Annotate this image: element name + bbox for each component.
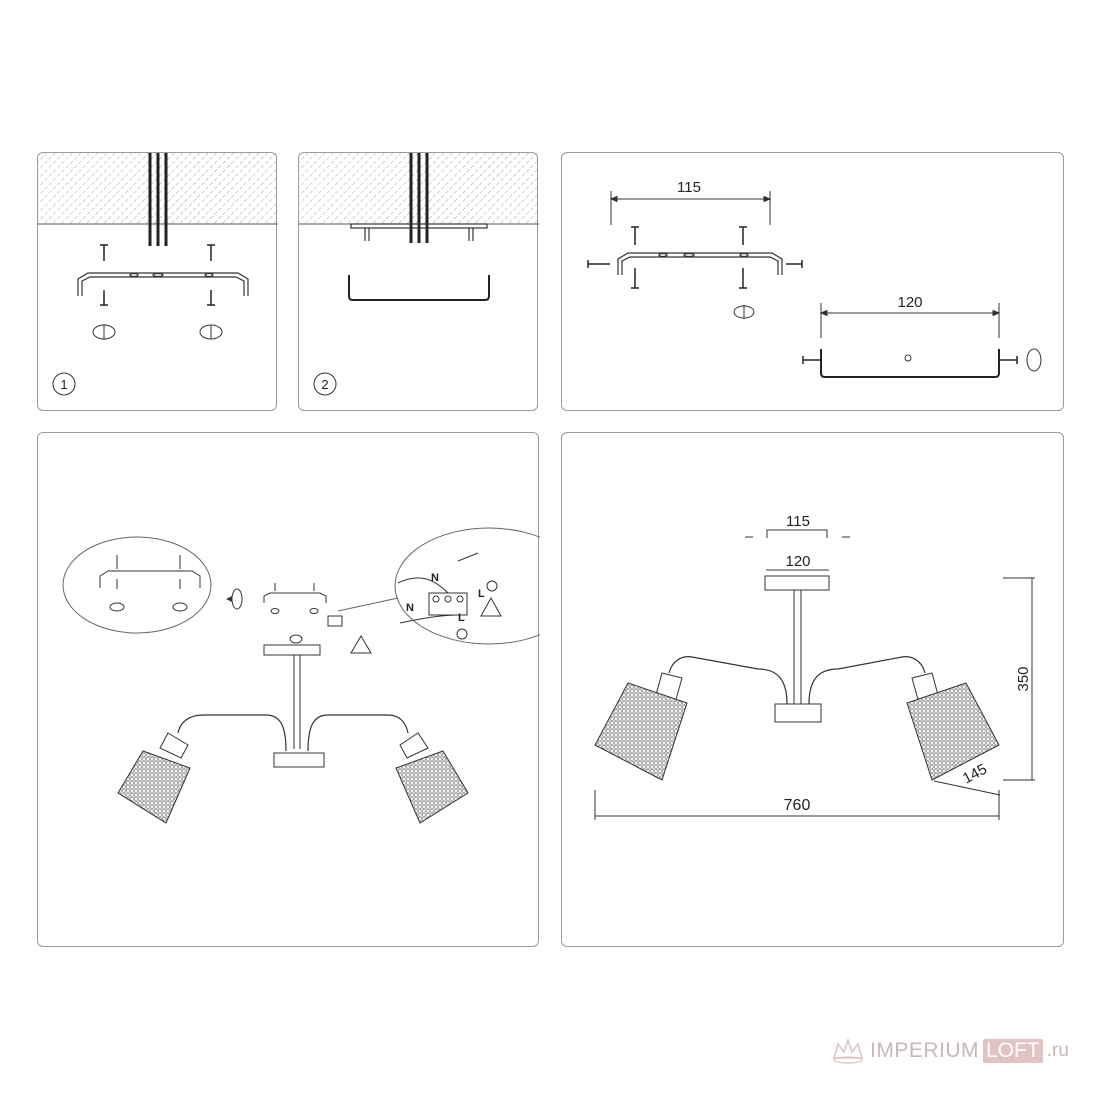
- watermark: IMPERIUM LOFT .ru: [830, 1036, 1069, 1066]
- bracket-width-label: 115: [786, 513, 810, 530]
- watermark-brand-box: LOFT: [983, 1039, 1043, 1063]
- bracket-width-dimension: [745, 529, 850, 538]
- canopy: [263, 644, 321, 656]
- step-2-drawing: 2: [299, 153, 539, 396]
- arm: [177, 714, 287, 752]
- rotate-icon: [231, 588, 243, 610]
- central-hub: [273, 752, 325, 768]
- crown-logo-icon: [833, 1037, 863, 1064]
- mounted-bracket: [350, 223, 488, 241]
- bracket-width-dimension: [609, 191, 772, 225]
- power-cables: [148, 153, 168, 246]
- connector-icon: [327, 615, 343, 627]
- arm: [808, 656, 926, 705]
- canopy-width-label: 120: [785, 553, 810, 570]
- lamp-shade: [395, 732, 469, 824]
- step-1-panel: 1: [37, 152, 278, 411]
- span-dimension: [594, 790, 1000, 820]
- screw-icon: [802, 356, 1018, 364]
- small-bracket: [263, 583, 327, 614]
- wall-plug-icon: [1026, 348, 1042, 372]
- span-label: 760: [784, 797, 811, 814]
- wiring-detail-callout: [394, 527, 540, 645]
- wall-plug-icon: [733, 305, 755, 319]
- watermark-brand: IMPERIUM: [870, 1039, 979, 1062]
- step-number: 2: [321, 377, 328, 392]
- watermark-domain: .ru: [1046, 1040, 1069, 1061]
- detail-callout: [62, 536, 212, 634]
- shade-label: 145: [960, 761, 990, 788]
- step-1-drawing: 1: [38, 153, 278, 396]
- lamp-shade: [906, 672, 1000, 781]
- mounting-bracket: [617, 252, 783, 275]
- warning-icon: [350, 635, 372, 654]
- screw-icon: [100, 244, 215, 306]
- warning-icon: [480, 596, 502, 617]
- central-hub: [774, 703, 822, 723]
- step-badge: [52, 372, 76, 396]
- canopy-hole: [904, 354, 912, 362]
- bracket-dimensions-drawing: 115 120: [587, 179, 1042, 378]
- height-label: 350: [1015, 666, 1032, 691]
- wire-n-label: N: [431, 572, 439, 584]
- bracket-width-label: 115: [677, 179, 701, 196]
- lamp-shade: [594, 672, 688, 781]
- arm: [307, 714, 409, 752]
- wiring-drawing: N L N L: [62, 527, 540, 824]
- overall-dimensions-drawing: 115 120 350 145 760: [594, 513, 1035, 820]
- shade-dimension: [933, 780, 1001, 796]
- overall-dimensions-panel: 115 120 350 145 760: [561, 432, 1064, 947]
- canopy: [348, 275, 490, 301]
- step-2-panel: 2: [298, 152, 539, 411]
- height-dimension: [1003, 577, 1035, 781]
- mounting-bracket: [77, 272, 249, 296]
- ground-icon: [486, 580, 498, 592]
- step-badge: [313, 372, 337, 396]
- wire-l-label: L: [478, 588, 485, 600]
- wiring-panel: N L N L: [37, 432, 540, 947]
- canopy-width-label: 120: [897, 294, 922, 311]
- lamp-shade: [117, 732, 191, 824]
- wire-n-label: N: [406, 602, 414, 614]
- ground-icon: [456, 628, 468, 640]
- terminal-block: [397, 552, 479, 624]
- screw-icon: [587, 226, 803, 289]
- canopy: [820, 349, 1000, 378]
- bracket-dimensions-panel: 115 120: [561, 152, 1064, 411]
- arm: [668, 656, 788, 705]
- canopy-width-dimension: [819, 303, 1001, 338]
- wire-l-label: L: [458, 612, 465, 624]
- step-number: 1: [60, 377, 67, 392]
- mounting-bracket: [99, 555, 201, 612]
- canopy: [764, 575, 830, 591]
- wall-plug-icon: [92, 324, 223, 340]
